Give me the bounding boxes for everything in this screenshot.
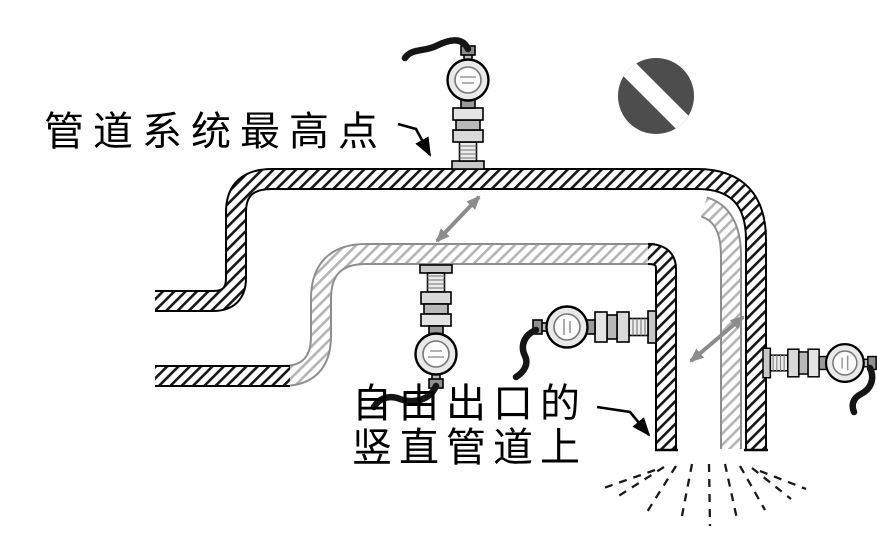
- label-highest-point: 管道系统最高点: [44, 110, 387, 154]
- double-arrow-top-icon: [435, 195, 481, 243]
- sensor-bottom-cable: [370, 382, 440, 411]
- label-free-outlet-line1: 自由出口的: [352, 382, 587, 426]
- sensor-vertical-right-cable: [849, 364, 876, 416]
- pipe-wall-dark: [155, 168, 768, 452]
- sensor-bottom-mount: [414, 263, 458, 390]
- sensor-vertical-right-mount: [761, 343, 877, 383]
- double-arrow-right-icon: [689, 315, 745, 363]
- leader-arrow-free-outlet: [596, 405, 651, 437]
- label-free-outlet-line2: 竖直管道上: [352, 426, 587, 470]
- sensor-vertical-left-cable: [512, 326, 540, 381]
- prohibition-icon: [618, 58, 694, 134]
- sensor-top-mount: [446, 44, 490, 171]
- sensor-top-cable: [401, 37, 472, 62]
- pipe-wall-light: [155, 196, 742, 449]
- spray-lines-icon: [600, 463, 807, 527]
- label-free-outlet: 自由出口的 竖直管道上: [352, 382, 587, 470]
- leader-arrow-highest-point: [397, 122, 432, 157]
- sensor-vertical-left-mount: [531, 305, 658, 349]
